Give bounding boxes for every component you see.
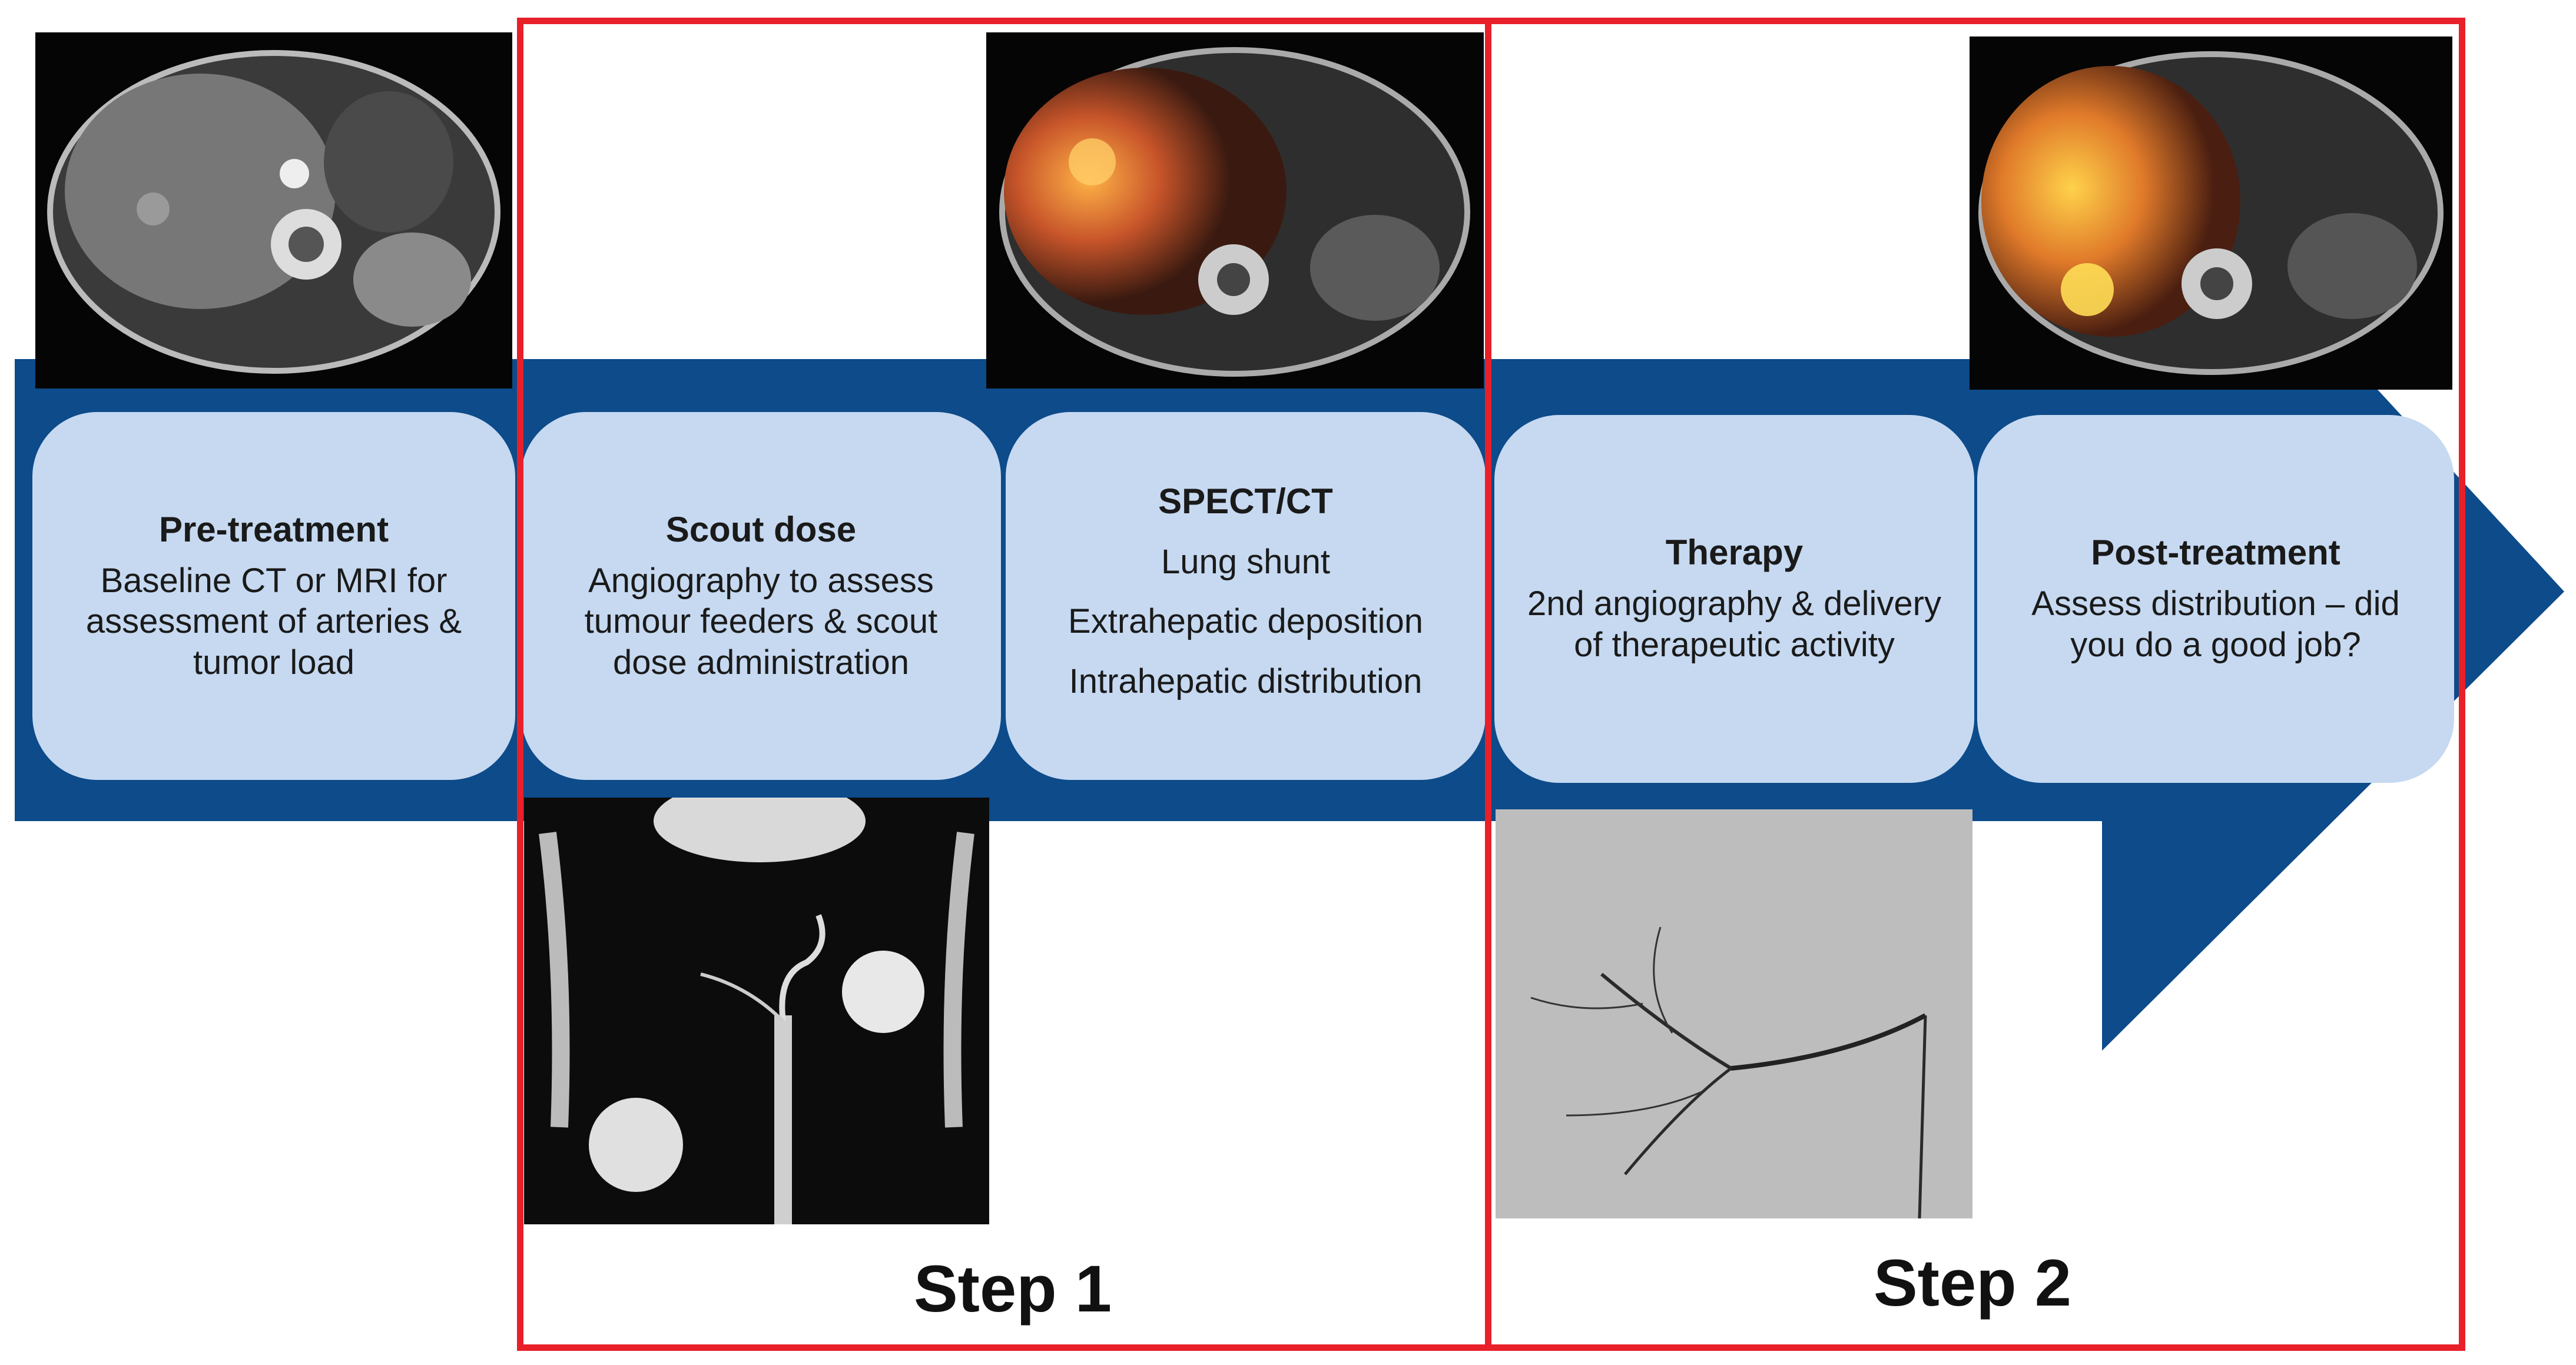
spect-ct-image [986, 32, 1484, 388]
therapy-angiography-image [1496, 809, 1972, 1218]
spect-ct-title: SPECT/CT [1158, 481, 1333, 521]
post-treatment-box: Post-treatment Assess distribution – did… [1977, 415, 2454, 783]
spect-ct-line-extrahepatic: Extrahepatic deposition [1068, 602, 1423, 641]
baseline-ct-image [35, 32, 512, 388]
ct-angiography-image [524, 798, 989, 1224]
therapy-desc: 2nd angiography & delivery of therapeuti… [1527, 584, 1941, 664]
step2-label: Step 2 [1873, 1246, 2072, 1320]
step1-label: Step 1 [913, 1252, 1112, 1326]
scout-dose-desc: Angiography to assess tumour feeders & s… [584, 561, 938, 682]
spect-ct-box: SPECT/CT Lung shunt Extrahepatic deposit… [1006, 412, 1486, 780]
spect-ct-line-intrahepatic: Intrahepatic distribution [1069, 662, 1423, 700]
post-treatment-title: Post-treatment [2091, 533, 2340, 573]
spect-ct-line-lung-shunt: Lung shunt [1161, 542, 1331, 581]
step1-frame [517, 18, 1491, 1351]
post-treatment-image [1970, 36, 2452, 390]
therapy-box: Therapy 2nd angiography & delivery of th… [1494, 415, 1974, 783]
therapy-title: Therapy [1665, 533, 1803, 573]
pre-treatment-title: Pre-treatment [158, 509, 389, 549]
step2-frame [1485, 18, 2465, 1351]
scout-dose-title: Scout dose [665, 509, 857, 549]
pre-treatment-desc: Baseline CT or MRI for assessment of art… [85, 561, 462, 682]
pre-treatment-box: Pre-treatment Baseline CT or MRI for ass… [32, 412, 515, 780]
post-treatment-desc: Assess distribution – did you do a good … [2031, 584, 2400, 664]
scout-dose-box: Scout dose Angiography to assess tumour … [521, 412, 1001, 780]
